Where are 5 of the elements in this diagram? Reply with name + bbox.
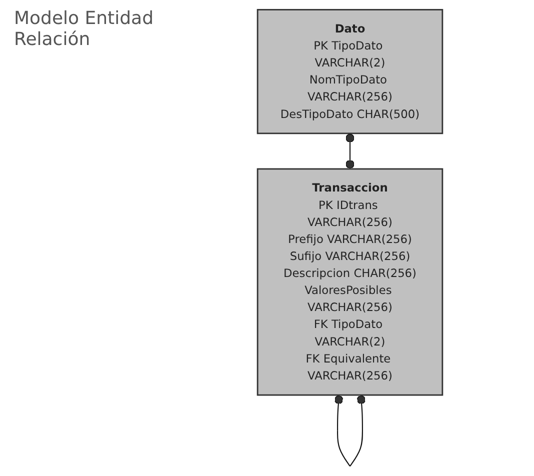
connector	[334, 394, 366, 467]
connector	[346, 133, 354, 169]
node-box: Transaccion PK IDtrans VARCHAR(256) Prefijo VARCHAR(256) Sufijo VARCHAR(256) Descripcion CHAR(256) ValoresPosibles VARCHAR(256) FK TipoDato VARCHAR(2) FK Equivalente VARCHAR(256)	[256, 168, 444, 396]
diagram-title: Modelo Entidad Relación	[14, 8, 154, 50]
node-box: Dato PK TipoDato VARCHAR(2) NomTipoDato VARCHAR(256) DesTipoDato CHAR(500)	[256, 8, 444, 134]
